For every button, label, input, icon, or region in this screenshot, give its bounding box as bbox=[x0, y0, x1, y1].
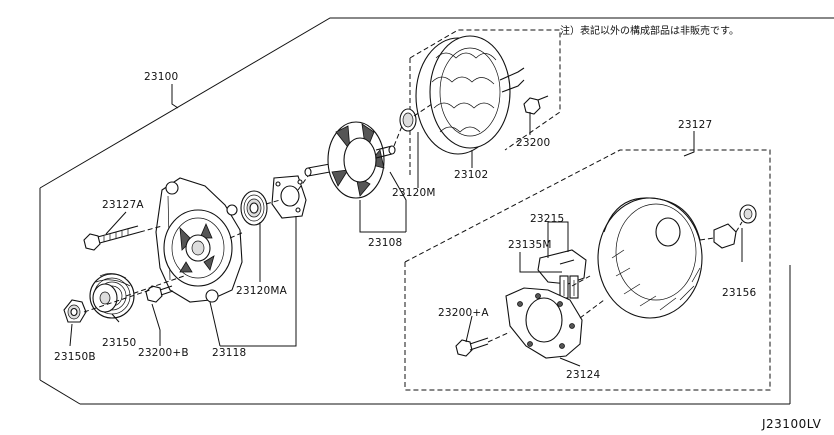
rectifier bbox=[505, 287, 583, 359]
pulley bbox=[89, 273, 135, 319]
label-23150: 23150 bbox=[102, 337, 136, 349]
label-23200B: 23200+B bbox=[138, 347, 189, 359]
label-23200A: 23200+A bbox=[438, 307, 489, 319]
front-housing bbox=[155, 177, 243, 303]
label-23127: 23127 bbox=[678, 119, 712, 131]
rear-housing-subframe bbox=[404, 149, 771, 391]
rotor bbox=[304, 121, 396, 199]
label-23156: 23156 bbox=[722, 287, 757, 299]
label-23102: 23102 bbox=[454, 169, 488, 181]
diagram-code: J23100LV bbox=[761, 417, 822, 431]
assembly-axis-lines bbox=[83, 103, 743, 343]
terminal-bolt bbox=[713, 204, 757, 249]
pulley-nut bbox=[63, 299, 87, 323]
label-23124: 23124 bbox=[566, 369, 601, 381]
label-23215: 23215 bbox=[530, 213, 564, 225]
label-23120MA: 23120MA bbox=[236, 285, 288, 297]
through-bolt-front bbox=[83, 225, 141, 251]
front-bearing bbox=[240, 190, 268, 226]
note-text: 注）表記以外の構成部品は非販売です。 bbox=[560, 24, 739, 37]
label-23108: 23108 bbox=[368, 237, 402, 249]
label-23150B: 23150B bbox=[54, 351, 96, 363]
rear-bearing bbox=[399, 108, 417, 132]
screw-front bbox=[145, 285, 174, 303]
screw-stator bbox=[523, 95, 549, 115]
rear-housing bbox=[597, 197, 703, 319]
stator bbox=[415, 35, 525, 155]
leader-lines bbox=[69, 84, 743, 367]
assembly-frame bbox=[39, 17, 834, 405]
bearing-retainer bbox=[271, 175, 307, 219]
label-23118: 23118 bbox=[212, 347, 246, 359]
label-23135M: 23135M bbox=[508, 239, 552, 251]
label-23127A: 23127A bbox=[102, 199, 144, 211]
screw-rear bbox=[455, 337, 489, 357]
label-23100: 23100 bbox=[144, 71, 178, 83]
label-23200: 23200 bbox=[516, 137, 550, 149]
label-23120M: 23120M bbox=[392, 187, 436, 199]
